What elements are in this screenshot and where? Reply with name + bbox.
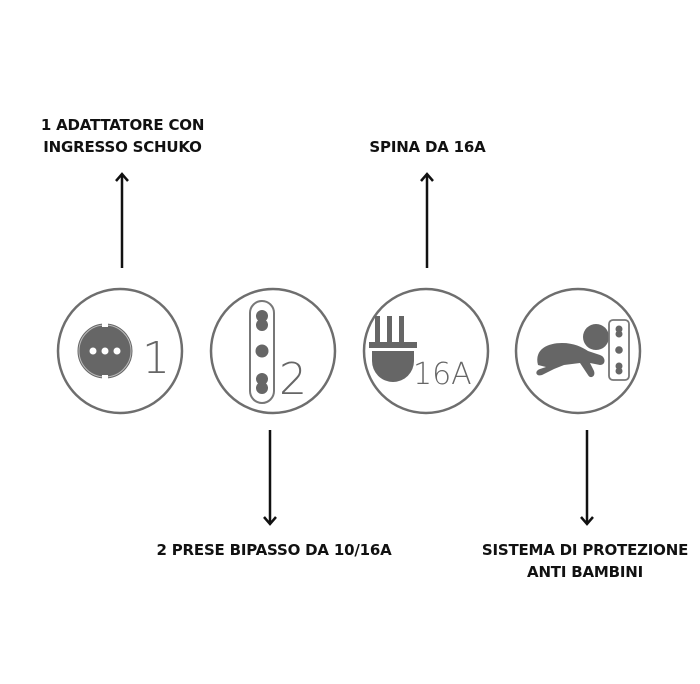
label-line: INGRESSO SCHUKO (43, 138, 202, 156)
arrow-up-icon (420, 172, 434, 268)
bypass-socket-icon (249, 300, 275, 404)
feature-schuko-adapter: 1 (56, 287, 184, 415)
icon-number: 1 (142, 333, 170, 384)
arrow-down-icon (263, 430, 277, 526)
arrow-down-icon (580, 430, 594, 526)
label-plug-16a: SPINA DA 16A (350, 136, 505, 158)
label-line: 2 PRESE BIPASSO DA 10/16A (156, 541, 392, 559)
label-child-protection: SISTEMA DI PROTEZIONE ANTI BAMBINI (470, 539, 700, 583)
icon-number: 2 (279, 354, 307, 405)
feature-bypass-sockets: 2 (209, 287, 337, 415)
feature-plug-16a: 16A (362, 287, 490, 415)
schuko-socket-icon (76, 322, 134, 380)
icon-number: 16A (413, 357, 472, 392)
label-line: SPINA DA 16A (369, 138, 486, 156)
label-bypass-sockets: 2 PRESE BIPASSO DA 10/16A (140, 539, 408, 561)
child-safety-icon (536, 319, 630, 381)
label-schuko-adapter: 1 ADATTATORE CON INGRESSO SCHUKO (30, 114, 215, 158)
plug-icon (369, 316, 417, 382)
label-line: ANTI BAMBINI (527, 563, 643, 581)
label-line: SISTEMA DI PROTEZIONE (481, 541, 689, 559)
label-line: 1 ADATTATORE CON (40, 116, 205, 134)
arrow-up-icon (115, 172, 129, 268)
feature-child-protection (514, 287, 642, 415)
